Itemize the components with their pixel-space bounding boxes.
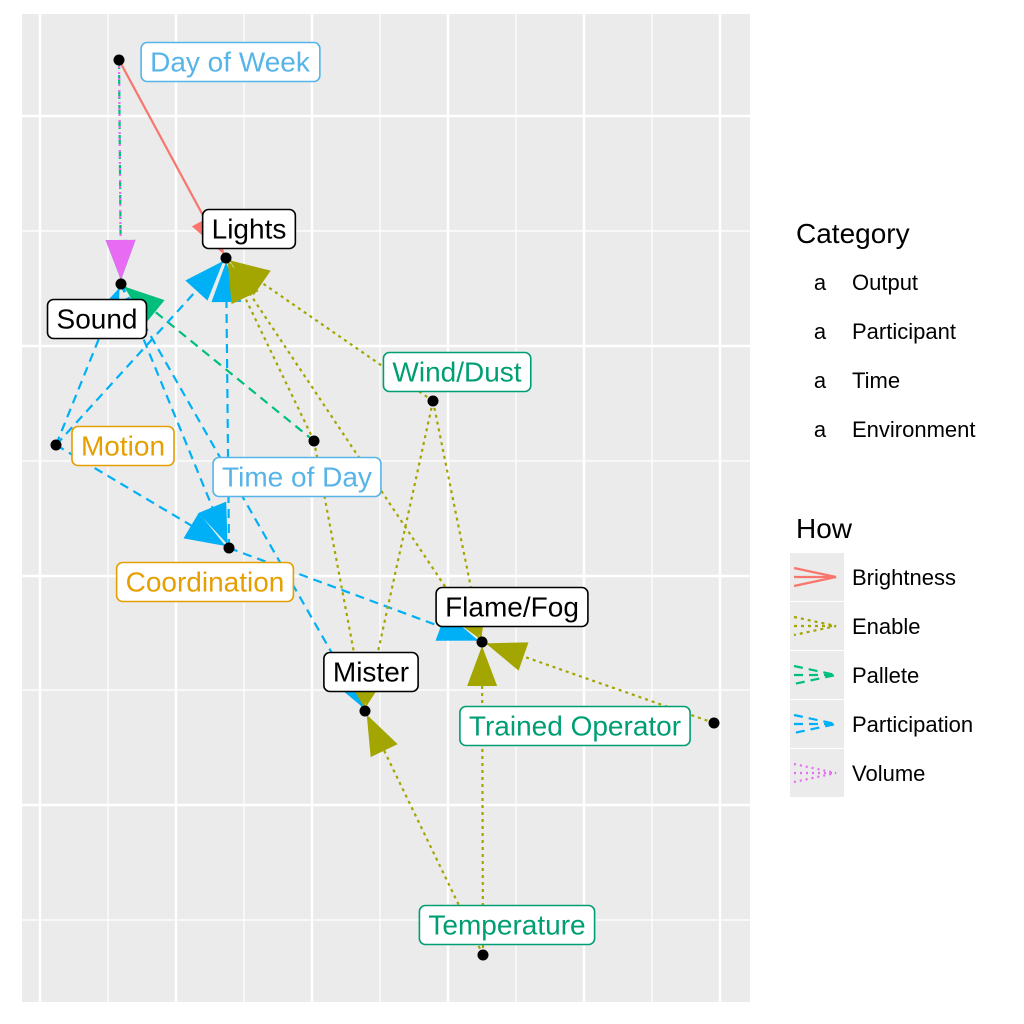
node-label-box-trained-operator [459, 705, 691, 747]
node-label-text-mister: Mister [333, 657, 409, 688]
grid-lines [22, 14, 750, 1002]
node-label-box-wind-dust [382, 351, 532, 393]
node-label-box-motion [71, 425, 175, 467]
legend-how-label-brightness: Brightness [852, 565, 956, 590]
legend-how-arrow-volume [793, 762, 837, 784]
node-label-text-motion: Motion [81, 431, 165, 462]
legend-category-key-environment: a [814, 417, 827, 442]
node-label-wind-dust: Wind/Dust [382, 351, 532, 393]
legend-category-key-participant: a [814, 319, 827, 344]
node-label-lights: Lights [201, 208, 297, 250]
node-point-time-of-day [308, 435, 320, 447]
arrowhead-day-of-week-to-sound-volume [105, 239, 136, 281]
legend-how-label-pallete: Pallete [852, 663, 919, 688]
legend-category-label-participant: Participant [852, 319, 956, 344]
node-label-box-flame-fog [435, 586, 589, 628]
node-point-wind-dust [427, 395, 439, 407]
arrowhead-trained-operator-to-flame-fog-enable [485, 642, 529, 671]
legend-category-key-time: a [814, 368, 827, 393]
node-label-flame-fog: Flame/Fog [435, 586, 589, 628]
node-label-text-flame-fog: Flame/Fog [445, 592, 579, 623]
node-point-mister [359, 705, 371, 717]
legend-how-label-participation: Participation [852, 712, 973, 737]
node-label-mister: Mister [323, 651, 419, 693]
arrowhead-time-of-day-to-lights-enable [227, 261, 259, 305]
node-point-temperature [477, 949, 489, 961]
legend-category-item-participant: a Participant [814, 319, 956, 344]
arrowhead-sound-to-coordination-participation [198, 501, 228, 545]
legend-how-item-volume: Volume [790, 749, 925, 797]
edge-temperature-to-mister-enable [364, 710, 484, 956]
node-label-text-temperature: Temperature [428, 910, 585, 941]
node-label-text-trained-operator: Trained Operator [469, 711, 681, 742]
node-point-lights [220, 252, 232, 264]
legend-category-label-time: Time [852, 368, 900, 393]
node-label-temperature: Temperature [418, 904, 596, 946]
node-label-text-time-of-day: Time of Day [222, 462, 372, 493]
legend-category-item-environment: a Environment [814, 417, 976, 442]
node-label-box-day-of-week [140, 41, 321, 83]
legend-how-item-participation: Participation [790, 700, 973, 748]
legend-how-label-volume: Volume [852, 761, 925, 786]
node-label-box-coordination [115, 561, 295, 603]
arrowhead-motion-to-coordination-participation [183, 512, 226, 546]
node-labels-layer: Day of WeekLightsSoundWind/DustMotionTim… [46, 41, 691, 946]
node-points-layer [50, 54, 720, 961]
arrowhead-temperature-to-mister-enable [366, 714, 398, 758]
legend-how-arrow-enable [793, 615, 837, 637]
node-point-flame-fog [476, 636, 488, 648]
legend-how-item-brightness: Brightness [790, 553, 956, 601]
legend-category-label-output: Output [852, 270, 918, 295]
legend-category-title: Category [796, 218, 910, 249]
arrowhead-motion-to-lights-participation [185, 260, 224, 301]
node-label-motion: Motion [71, 425, 175, 467]
node-label-sound: Sound [46, 298, 148, 340]
arrowhead-wind-dust-to-lights-enable [229, 260, 271, 296]
legend-category-item-output: a Output [814, 270, 918, 295]
node-label-text-sound: Sound [57, 304, 138, 335]
node-label-text-day-of-week: Day of Week [150, 47, 311, 78]
node-point-coordination [223, 542, 235, 554]
arrowhead-temperature-to-flame-fog-enable [467, 646, 498, 687]
legend-category-label-environment: Environment [852, 417, 976, 442]
legend-how-item-pallete: Pallete [790, 651, 919, 699]
legend-category-item-time: a Time [814, 368, 900, 393]
node-point-sound [115, 278, 127, 290]
node-label-text-coordination: Coordination [126, 567, 285, 598]
legend-how-title: How [796, 513, 853, 544]
node-label-box-mister [323, 651, 419, 693]
plot-panel [22, 14, 750, 1002]
legend-how-item-enable: Enable [790, 602, 921, 650]
node-label-trained-operator: Trained Operator [459, 705, 691, 747]
node-label-text-wind-dust: Wind/Dust [392, 357, 521, 388]
node-point-day-of-week [113, 54, 125, 66]
node-label-time-of-day: Time of Day [212, 456, 382, 498]
edge-coordination-to-lights-participation [224, 257, 231, 549]
node-label-box-sound [46, 298, 148, 340]
edge-sound-to-mister-participation [120, 283, 366, 712]
node-label-box-temperature [418, 904, 596, 946]
node-label-day-of-week: Day of Week [140, 41, 321, 83]
node-point-motion [50, 439, 62, 451]
edge-time-of-day-to-sound-pallete [120, 283, 315, 442]
node-label-text-lights: Lights [212, 214, 287, 245]
edge-temperature-to-flame-fog-enable [480, 641, 485, 956]
legend-category-key-output: a [814, 270, 827, 295]
node-label-box-lights [201, 208, 297, 250]
legend-how-arrow-brightness [793, 566, 837, 588]
legend-how-label-enable: Enable [852, 614, 921, 639]
node-label-coordination: Coordination [115, 561, 295, 603]
node-label-box-time-of-day [212, 456, 382, 498]
node-point-trained-operator [708, 717, 720, 729]
